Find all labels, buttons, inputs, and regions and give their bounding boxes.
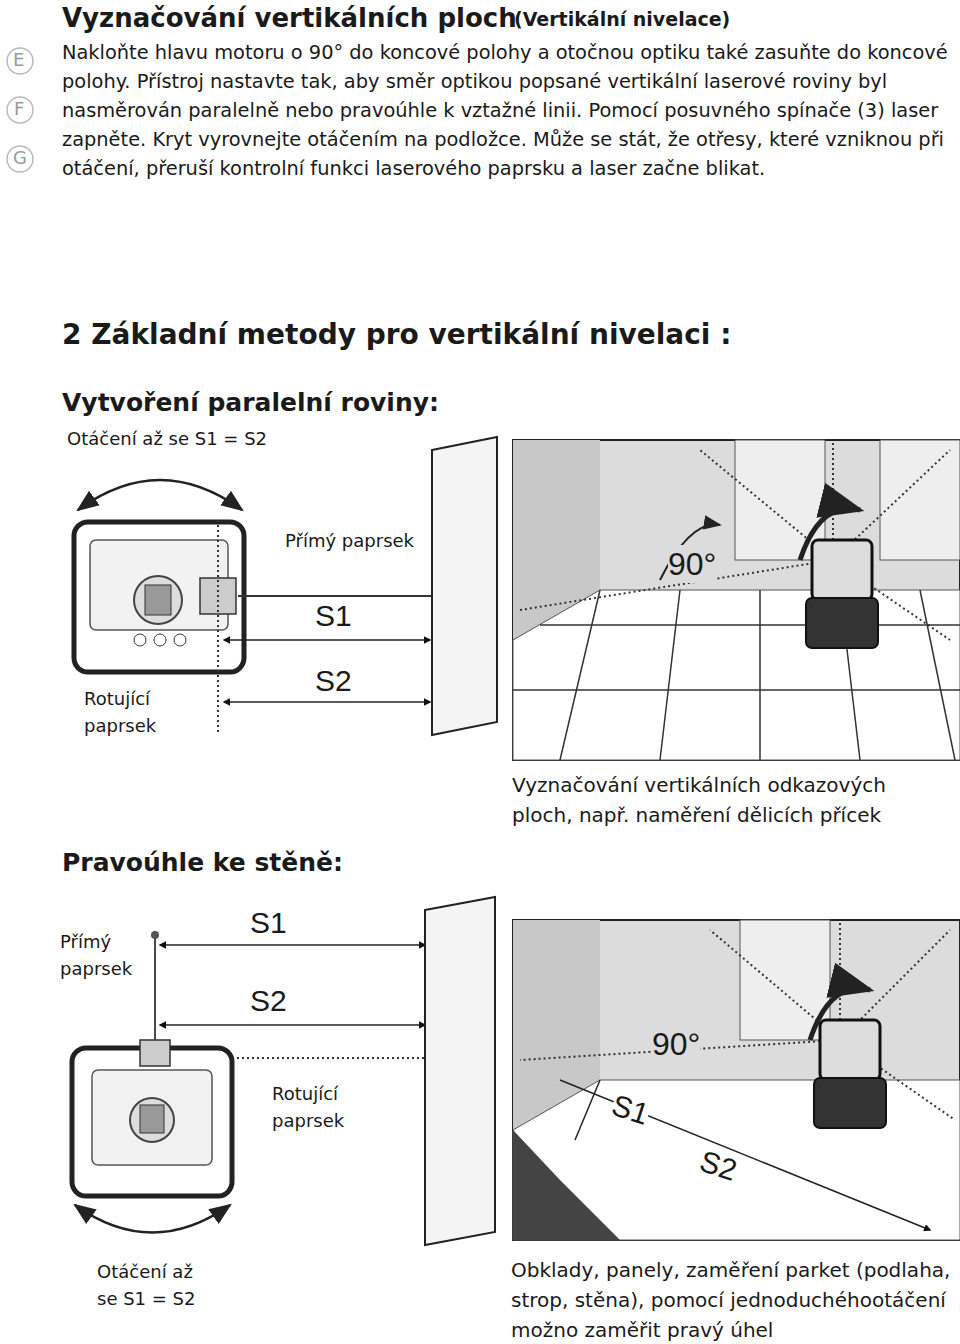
section-heading: 2 Základní metody pro vertikální nivelac…	[62, 318, 731, 352]
distance-label: S1	[250, 905, 287, 941]
tab-letter: F	[14, 98, 24, 120]
side-tabs	[7, 48, 33, 172]
room-illustration-top	[513, 440, 960, 760]
distance-label: S2	[250, 983, 287, 1019]
distance-label: S2	[315, 663, 352, 699]
subtitle: (Vertikální nivelace)	[514, 8, 730, 31]
beam-label: Rotující paprsek	[84, 685, 184, 739]
distance-label: S1	[315, 598, 352, 634]
caption-note: Obklady, panely, zaměření parket (podlah…	[511, 1255, 951, 1344]
perpendicular-diagram	[72, 897, 495, 1245]
method-heading: Vytvoření paralelní roviny:	[62, 388, 439, 418]
tab-letter: G	[13, 147, 27, 169]
beam-label: Přímý paprsek	[285, 530, 414, 552]
page-title: Vyznačování vertikálních ploch	[62, 2, 517, 36]
method-heading: Pravoúhle ke stěně:	[62, 848, 343, 878]
room-illustration-bottom	[513, 920, 960, 1240]
tab-letter: E	[13, 49, 24, 71]
rotation-note: Otáčení až se S1 = S2	[67, 428, 267, 450]
body-paragraph: Nakloňte hlavu motoru o 90° do koncové p…	[62, 38, 957, 183]
beam-label: Přímý paprsek	[60, 928, 150, 982]
angle-label: 90°	[668, 545, 716, 583]
rotation-note: Otáčení až se S1 = S2	[97, 1258, 217, 1312]
caption-note: Vyznačování vertikálních odkazových ploc…	[512, 770, 942, 830]
angle-label: 90°	[652, 1025, 700, 1063]
beam-label: Rotující paprsek	[272, 1080, 372, 1134]
